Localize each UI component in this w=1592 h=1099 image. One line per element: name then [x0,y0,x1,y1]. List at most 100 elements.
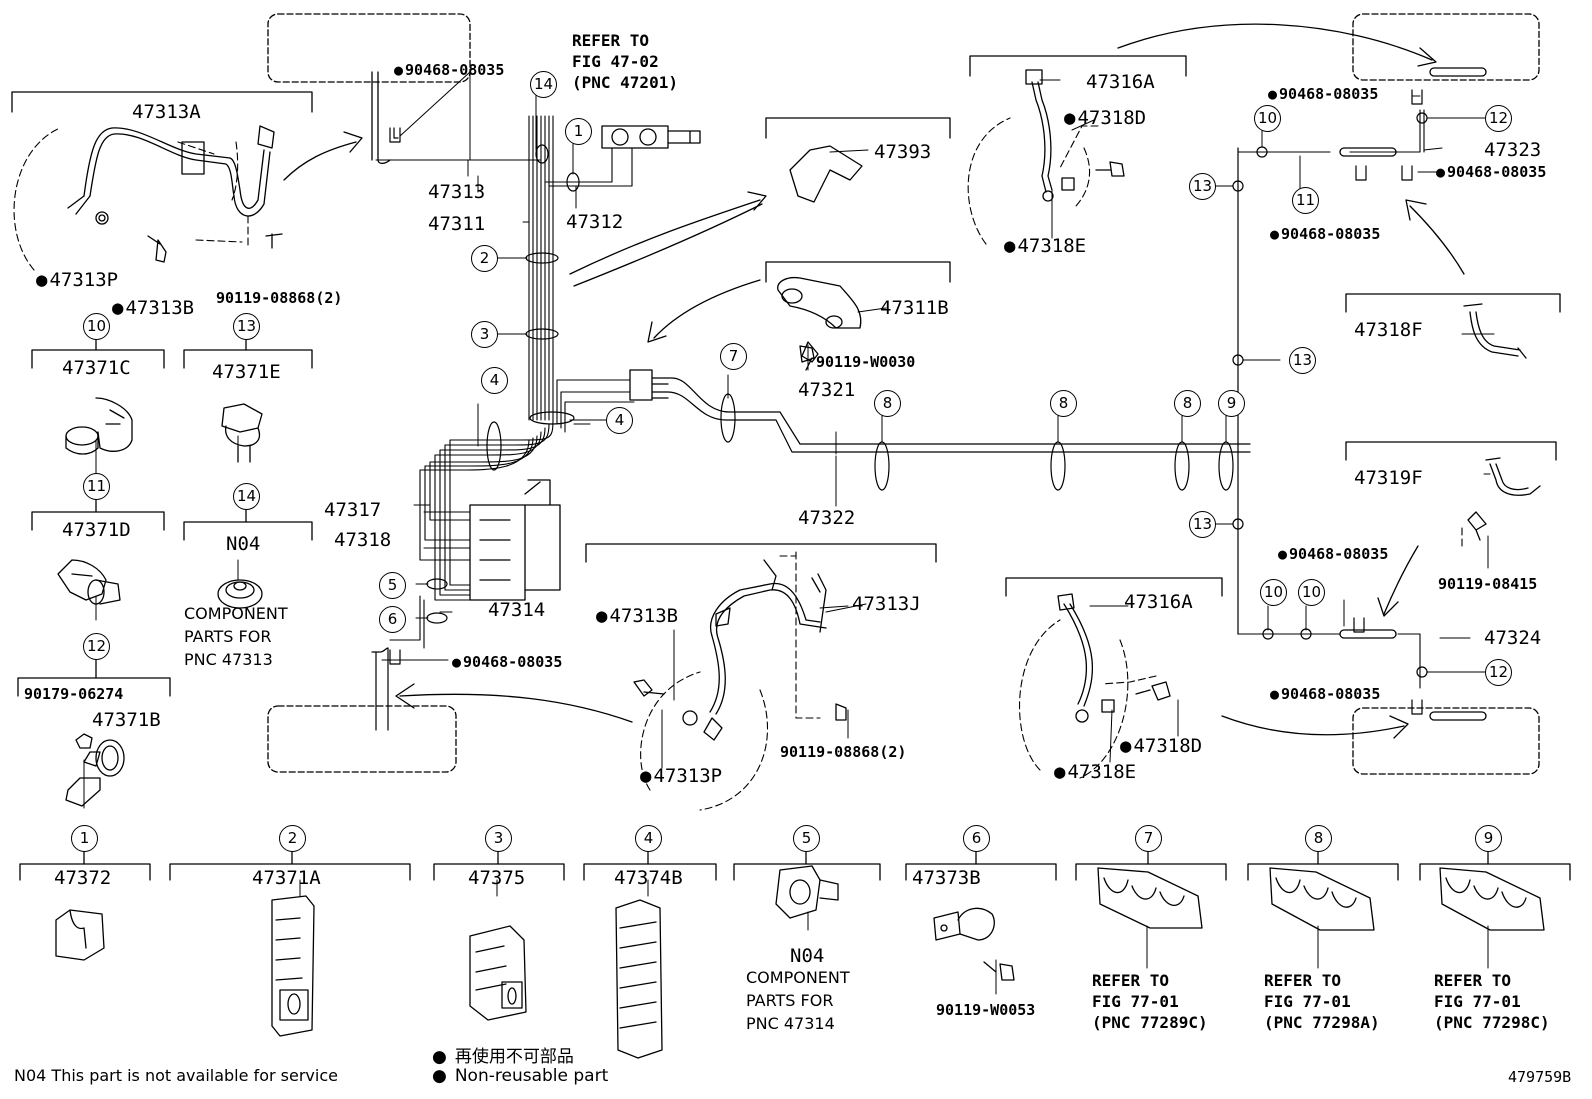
part-number-non-reusable: 90468-08035 [1270,686,1380,702]
part-number-non-reusable: 90468-08035 [452,654,562,670]
bracket-47316A-bot [1005,577,1223,597]
callout-6: 6 [379,606,406,633]
bracket-47393 [765,117,951,139]
part-number: 47371E [212,361,281,383]
callout-11: 11 [1292,187,1319,214]
callout-10: 10 [1298,579,1325,606]
part-number: 47317 [324,499,382,521]
part-number-non-reusable: 47318E [1004,236,1086,256]
master-cylinder [601,125,701,149]
bracket-47371D [31,511,165,531]
callout-5: 5 [793,825,820,852]
part-47393 [789,145,863,203]
part-number-non-reusable: 90468-08035 [1278,546,1388,562]
callout-10: 10 [83,313,110,340]
hose-47316A-top [1025,69,1125,202]
bolt-90119-W0030 [799,345,815,363]
part-number: 47375 [468,867,526,889]
refer-to-note: REFER TO FIG 77-01 (PNC 77298A) [1264,971,1380,1032]
leader-lines [83,71,1495,995]
callout-2: 2 [471,245,498,272]
part-number-non-reusable: 47313B [112,298,194,318]
callout-7: 7 [1135,825,1162,852]
callout-8: 8 [874,390,901,417]
callout-12: 12 [83,633,110,660]
callout-14: 14 [530,71,557,98]
part-number: 47371A [252,867,321,889]
callout-3: 3 [485,825,512,852]
callout-1: 1 [565,118,592,145]
bolt-90119-08415 [1467,511,1487,541]
part-number: 47313A [132,101,201,123]
part-number: 47312 [566,211,624,233]
part-N04-a [217,579,263,609]
part-47311B [777,276,862,371]
component-note: COMPONENT PARTS FOR PNC 47313 [184,604,288,669]
part-number: 47374B [614,867,683,889]
part-number-non-reusable: 90468-08035 [1436,164,1546,180]
tube-bundle [375,115,635,649]
part-number: 47371D [62,519,131,541]
callout-2: 2 [279,825,306,852]
bracket-47311B [765,261,951,283]
bracket-47371E [183,349,313,369]
part-number: 47323 [1484,139,1542,161]
callout-14: 14 [233,483,260,510]
legend-non-reusable-en: Non-reusable part [432,1066,608,1086]
hose-47313A [67,125,283,263]
bracket-47372 [19,863,151,881]
callout-11: 11 [83,473,110,500]
part-number: 90119-08415 [1438,575,1538,593]
arrows [283,23,1465,739]
illustration-id: 479759B [1508,1068,1572,1086]
callout-1: 1 [71,825,98,852]
part-number: 47371C [62,357,131,379]
hose-47318F [1463,303,1527,359]
refer-to-note: REFER TO FIG 77-01 (PNC 77298C) [1434,971,1550,1032]
bracket-47319F [1345,441,1557,461]
callout-12: 12 [1485,659,1512,686]
callout-4: 4 [635,825,662,852]
refer-to-note: REFER TO FIG 77-01 (PNC 77289C) [1092,971,1208,1032]
bracket-47373B [905,863,1057,881]
part-47372 [55,909,105,961]
ref-box-top-right [1352,13,1540,81]
callout-13: 13 [1289,347,1316,374]
ref-box-bot-right [1352,707,1540,775]
part-47371A [271,895,315,1037]
bracket-N04-a [183,521,313,541]
part-number: 47311 [428,213,486,235]
ref-box-mid-left [267,705,457,773]
hose-47319F [1485,457,1541,496]
callout-3: 3 [471,321,498,348]
callout-6: 6 [963,825,990,852]
callout-9: 9 [1475,825,1502,852]
ref-box-top-left [267,13,471,83]
callout-4: 4 [481,367,508,394]
part-number: 90179-06274 [24,685,124,703]
part-number: 47321 [798,379,856,401]
callout-7: 7 [720,343,747,370]
bracket-ref8 [1247,863,1399,881]
part-number: 90119-08868(2) [780,743,907,761]
callout-8: 8 [1050,390,1077,417]
bracket-ref7 [1075,863,1227,881]
bracket-N04-b [733,863,881,881]
bracket-47371C [31,349,165,369]
abs-actuator [469,479,561,601]
part-47374B [615,899,663,1059]
part-number: 90119-08868(2) [216,289,343,307]
part-number-non-reusable: 47313P [640,766,722,786]
bracket-47371B [17,677,171,697]
part-number: 47313J [852,593,921,615]
callout-8: 8 [1305,825,1332,852]
part-number: 47318 [334,529,392,551]
part-number-non-reusable: 47318E [1054,762,1136,782]
pipe-clips [389,89,1423,715]
bracket-47313J [585,543,937,563]
part-number: 47319F [1354,467,1423,489]
n04-footnote: N04 This part is not available for servi… [14,1066,338,1085]
part-number: 47324 [1484,627,1542,649]
hose-47313J [633,559,847,741]
